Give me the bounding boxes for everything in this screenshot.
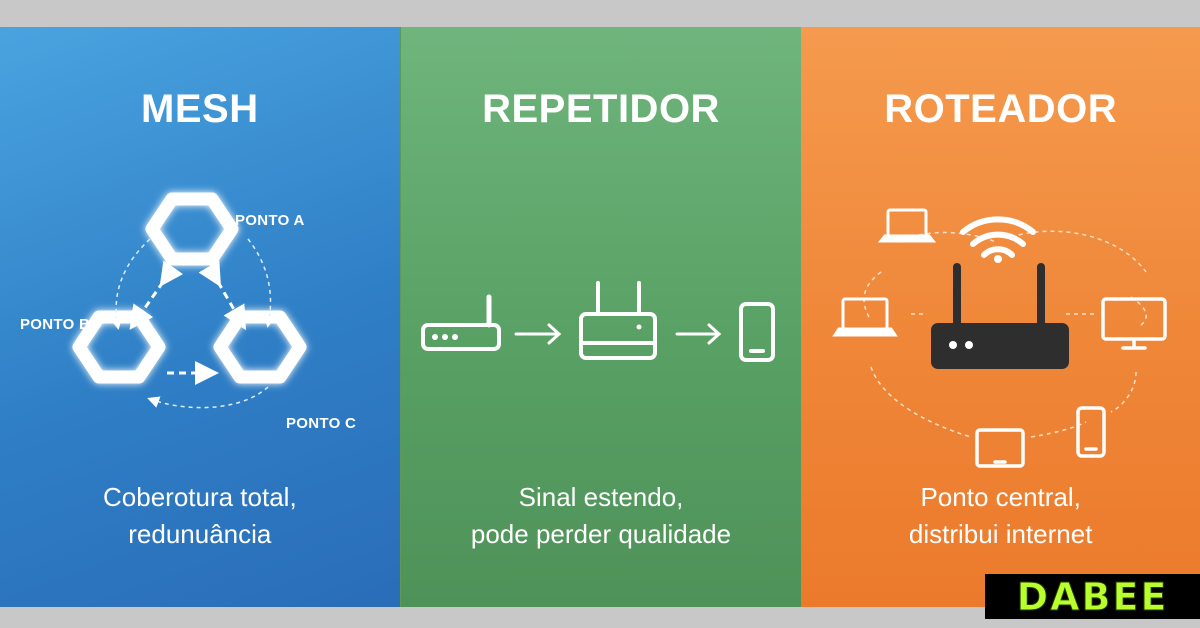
signal-arrow-1: [514, 323, 561, 345]
roteador-panel: ROTEADOR: [801, 27, 1200, 607]
repetidor-diagram: [420, 281, 775, 362]
roteador-caption: Ponto central, distribui internet: [801, 479, 1200, 553]
roteador-title: ROTEADOR: [884, 87, 1118, 131]
point-a-label: PONTO A: [235, 212, 305, 229]
mesh-caption: Coberotura total, redunuância: [0, 479, 400, 553]
laptop-icon-top: [878, 208, 937, 243]
mesh-caption-line1: Coberotura total,: [103, 482, 297, 512]
repetidor-caption-line2: pode perder qualidade: [470, 519, 732, 549]
repetidor-caption-line1: Sinal estendo,: [518, 482, 684, 512]
mesh-node-b: [72, 310, 166, 384]
mesh-node-c: [213, 310, 307, 384]
mesh-title: MESH: [141, 87, 259, 131]
brand-logo-text: DABEE: [1016, 574, 1169, 619]
point-c-label: PONTO C: [286, 415, 357, 432]
laptop-icon-left: [832, 297, 899, 337]
point-b-label: PONTO B: [20, 316, 91, 333]
roteador-diagram: [832, 208, 1168, 468]
phone-icon: [1076, 406, 1107, 458]
repeater-icon: [578, 281, 657, 360]
roteador-caption-line1: Ponto central,: [920, 482, 1081, 512]
repetidor-title: REPETIDOR: [482, 87, 720, 131]
tablet-icon: [975, 428, 1026, 468]
wifi-icon: [960, 216, 1037, 263]
mesh-outer-arcs: [110, 238, 276, 409]
mesh-node-a: [145, 192, 239, 266]
mesh-caption-line2: redunuância: [128, 519, 272, 549]
smartphone-icon: [738, 302, 775, 362]
repetidor-panel: REPETIDOR: [399, 27, 802, 607]
modem-icon: [420, 294, 501, 351]
monitor-icon: [1101, 297, 1168, 350]
router-icon: [931, 263, 1070, 369]
mesh-panel: MESH: [0, 27, 400, 607]
roteador-caption-line2: distribui internet: [908, 519, 1093, 549]
repetidor-caption: Sinal estendo, pode perder qualidade: [401, 479, 802, 553]
signal-arrow-2: [675, 323, 721, 345]
mesh-links: [129, 260, 247, 385]
brand-logo: DABEE: [985, 574, 1200, 619]
mesh-diagram: [72, 192, 307, 409]
comparison-infographic: MESH: [0, 27, 1200, 607]
